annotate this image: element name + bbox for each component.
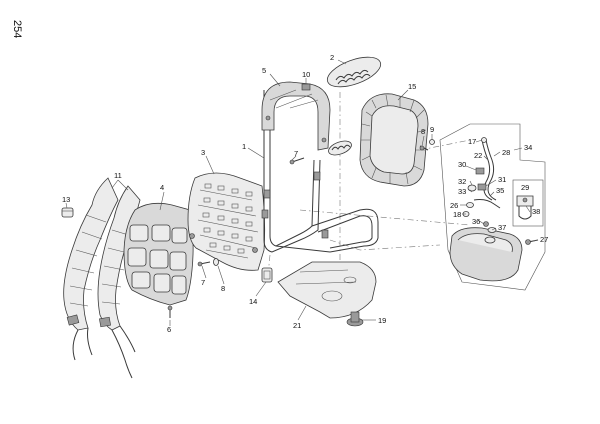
callout-11: 11: [114, 171, 122, 180]
callout-4: 4: [160, 183, 164, 192]
callout-34: 34: [524, 143, 532, 152]
callout-8-left: 8: [221, 284, 225, 293]
part-3-back-plate: [187, 172, 266, 271]
callout-1: 1: [242, 142, 246, 151]
part-6-screw: [167, 305, 173, 318]
callout-7-left: 7: [201, 278, 205, 287]
callout-2: 2: [330, 53, 334, 62]
callout-14: 14: [249, 297, 257, 306]
callout-37: 37: [498, 223, 506, 232]
part-21-base-plate: [277, 261, 377, 319]
callout-27: 27: [540, 235, 548, 244]
part-7-screw-left: [197, 261, 211, 267]
callout-35: 35: [496, 186, 504, 195]
callout-13: 13: [62, 195, 70, 204]
callout-31: 31: [498, 175, 506, 184]
callout-32: 32: [458, 177, 466, 186]
part-10-clip: [301, 83, 311, 91]
callout-21: 21: [293, 321, 301, 330]
callout-leaders: [65, 59, 539, 326]
callout-10: 10: [302, 70, 310, 79]
callout-26: 26: [450, 201, 458, 210]
part-29-group: [512, 179, 544, 227]
part-15-ring: [359, 93, 429, 187]
callout-28: 28: [502, 148, 510, 157]
part-hose-assembly: [462, 137, 501, 217]
part-1-frame: [261, 90, 379, 253]
part-8-washer-left: [213, 258, 219, 266]
callout-19: 19: [378, 316, 386, 325]
part-36-fitting: [483, 221, 489, 227]
part-7-screw-center: [289, 157, 305, 165]
callout-30: 30: [458, 160, 466, 169]
part-14-bracket: [261, 267, 273, 283]
callout-3: 3: [201, 148, 205, 157]
part-5-handle: [261, 81, 331, 151]
callout-38: 38: [532, 207, 540, 216]
callout-17: 17: [468, 137, 476, 146]
callout-18: 18: [453, 210, 461, 219]
callout-29: 29: [521, 183, 529, 192]
callout-labels: 1 2 3 4 5 6 7 7 8 8 9 10 11 13 14 15 17 …: [62, 53, 548, 334]
part-4-back-pad: [123, 202, 194, 306]
callout-6: 6: [167, 325, 171, 334]
callout-22: 22: [474, 151, 482, 160]
callout-5: 5: [262, 66, 266, 75]
part-2-springs: [326, 56, 382, 156]
part-9-nut-right: [429, 139, 435, 145]
part-13-cap: [61, 207, 74, 218]
callout-15: 15: [408, 82, 416, 91]
page-number: 254: [11, 20, 23, 38]
callout-7-center: 7: [294, 149, 298, 158]
part-19-foot: [346, 311, 364, 327]
callout-9: 9: [430, 125, 434, 134]
callout-33: 33: [458, 187, 466, 196]
callout-8-right: 8: [421, 127, 425, 136]
callout-36: 36: [472, 217, 480, 226]
part-tank: [449, 227, 523, 282]
